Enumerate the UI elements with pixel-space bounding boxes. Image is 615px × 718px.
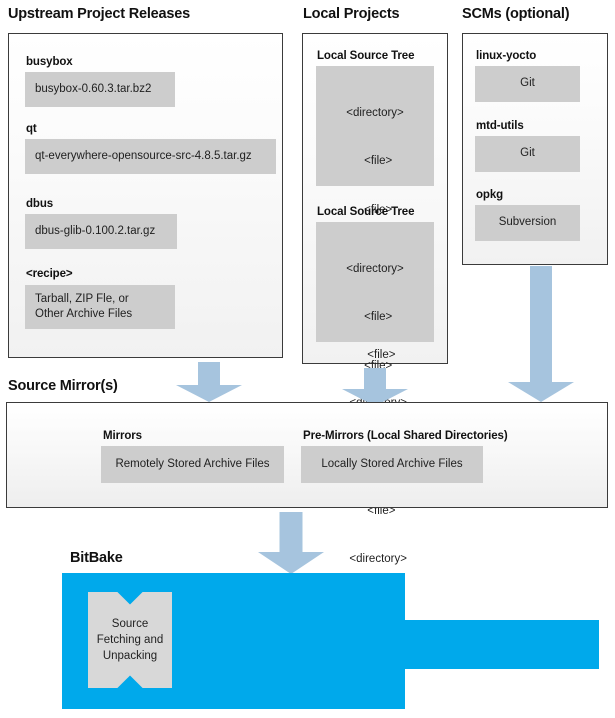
local-source-tree-1: <directory> <file> <file> <directory> <f… [316, 66, 434, 409]
local-projects-item-label-2: Local Source Tree [317, 206, 415, 218]
source-mirrors-item-label-mirrors: Mirrors [103, 430, 142, 442]
upstream-item-value-recipe: Tarball, ZIP Fle, or Other Archive Files [25, 285, 175, 329]
tree-line: <file> [357, 155, 393, 168]
upstream-item-label-dbus: dbus [26, 198, 54, 210]
bitbake-task-line-1: Source [111, 617, 149, 630]
scms-item-value-linux-yocto: Git [475, 66, 580, 102]
upstream-item-label-recipe: <recipe> [26, 268, 73, 280]
tree-line: <directory> [346, 107, 404, 120]
local-source-tree-2: <directory> <file> <file> <directory> <f… [316, 222, 434, 565]
heading-scms-optional: SCMs (optional) [462, 6, 570, 22]
arrow-local-projects-to-source-mirrors [342, 368, 408, 408]
upstream-item-value-busybox: busybox-0.60.3.tar.bz2 [25, 72, 175, 107]
bitbake-task-line-3: Unpacking [102, 650, 158, 663]
source-mirrors-item-value-mirrors: Remotely Stored Archive Files [101, 446, 284, 483]
upstream-item-value-qt: qt-everywhere-opensource-src-4.8.5.tar.g… [25, 139, 276, 174]
bitbake-task-line-2: Fetching and [96, 633, 164, 646]
heading-local-projects: Local Projects [303, 6, 400, 22]
scms-item-label-mtd-utils: mtd-utils [476, 120, 524, 132]
arrow-source-mirrors-to-bitbake [258, 512, 324, 574]
heading-upstream-project-releases: Upstream Project Releases [8, 6, 190, 22]
source-mirrors-item-value-pre-mirrors: Locally Stored Archive Files [301, 446, 483, 483]
scms-item-label-opkg: opkg [476, 189, 504, 201]
scms-item-label-linux-yocto: linux-yocto [476, 50, 537, 62]
upstream-item-label-busybox: busybox [26, 56, 73, 68]
bitbake-task-label: Source Fetching and Unpacking [93, 616, 168, 664]
scms-item-value-opkg: Subversion [475, 205, 580, 241]
upstream-item-value-dbus: dbus-glib-0.100.2.tar.gz [25, 214, 177, 249]
local-projects-item-label-1: Local Source Tree [317, 50, 415, 62]
upstream-item-label-qt: qt [26, 123, 37, 135]
tree-line: <file> [357, 203, 393, 216]
tree-line: <file> [354, 348, 396, 361]
tree-line: <directory> [346, 263, 404, 276]
upstream-recipe-line-1: Tarball, ZIP Fle, or [35, 293, 129, 305]
bitbake-task-source-fetching-and-unpacking: Source Fetching and Unpacking [88, 592, 172, 688]
heading-source-mirrors: Source Mirror(s) [8, 378, 118, 394]
arrow-upstream-to-source-mirrors [176, 362, 242, 402]
tree-line: <directory> [343, 552, 407, 565]
upstream-recipe-line-2: Other Archive Files [35, 308, 133, 321]
scms-item-value-mtd-utils: Git [475, 136, 580, 172]
bitbake-extension-tab [404, 620, 599, 669]
source-mirrors-item-label-pre-mirrors: Pre-Mirrors (Local Shared Directories) [303, 430, 508, 442]
heading-bitbake: BitBake [70, 550, 123, 566]
tree-line: <file> [357, 311, 393, 324]
arrow-scms-to-source-mirrors [508, 266, 574, 402]
